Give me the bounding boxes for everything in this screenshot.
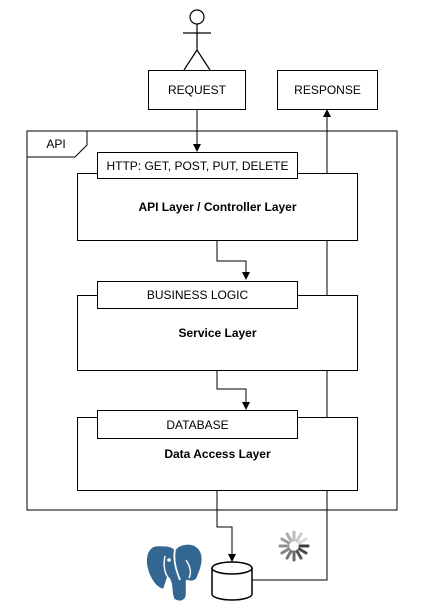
spinner-spoke xyxy=(285,549,293,560)
api-container-label: API xyxy=(46,137,66,151)
user-actor-icon xyxy=(183,9,211,71)
response-label: RESPONSE xyxy=(294,83,361,97)
http-methods-tab: HTTP: GET, POST, PUT, DELETE xyxy=(97,152,298,179)
data-access-layer-title: Data Access Layer xyxy=(164,447,271,461)
database-cylinder-icon xyxy=(211,561,253,601)
spinner-spoke xyxy=(295,549,303,560)
business-logic-label: BUSINESS LOGIC xyxy=(146,288,249,302)
database-tab: DATABASE xyxy=(97,410,298,439)
loading-spinner-icon xyxy=(278,530,310,562)
postgresql-elephant-icon xyxy=(144,542,205,603)
service-layer-title: Service Layer xyxy=(178,326,257,340)
spinner-spoke xyxy=(295,532,303,543)
api-layer-title: API Layer / Controller Layer xyxy=(138,200,297,214)
api-layer-box xyxy=(77,173,358,241)
business-logic-tab: BUSINESS LOGIC xyxy=(97,281,298,309)
response-node: RESPONSE xyxy=(277,70,378,110)
spinner-spoke xyxy=(280,547,291,555)
request-node: REQUEST xyxy=(148,70,246,110)
data-to-db-arrow xyxy=(216,490,236,562)
spinner-spoke xyxy=(297,537,308,545)
request-label: REQUEST xyxy=(167,83,226,97)
database-tab-label: DATABASE xyxy=(166,417,229,432)
api-container xyxy=(26,130,398,511)
api-to-service-arrow xyxy=(216,240,250,280)
spinner-spoke xyxy=(297,547,308,555)
spinner-spoke xyxy=(280,537,291,545)
response-return-line xyxy=(252,109,331,581)
http-methods-label: HTTP: GET, POST, PUT, DELETE xyxy=(106,158,289,173)
service-to-data-arrow xyxy=(216,370,250,410)
api-container-tab xyxy=(26,130,88,158)
spinner-spoke xyxy=(285,532,293,543)
